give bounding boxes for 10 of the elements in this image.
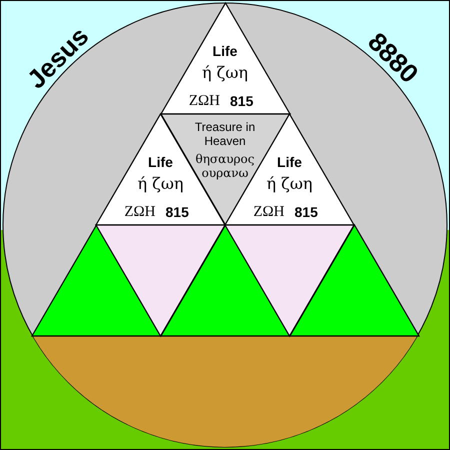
caption-text: Treasure in Heaven bbox=[194, 120, 256, 148]
word-label: Life bbox=[212, 43, 238, 59]
greek-word: ΖΩΗ bbox=[252, 204, 284, 221]
number-label: 815 bbox=[294, 204, 319, 220]
greek-word: ΖΩΗ bbox=[123, 204, 156, 221]
greek-phrase: ή ζωη bbox=[201, 63, 249, 82]
number-label: 815 bbox=[166, 204, 190, 220]
greek-phrase: θησαυρος ουρανω bbox=[194, 152, 256, 180]
greek-word: ΖΩΗ bbox=[188, 93, 220, 110]
number-label: 815 bbox=[230, 93, 254, 109]
